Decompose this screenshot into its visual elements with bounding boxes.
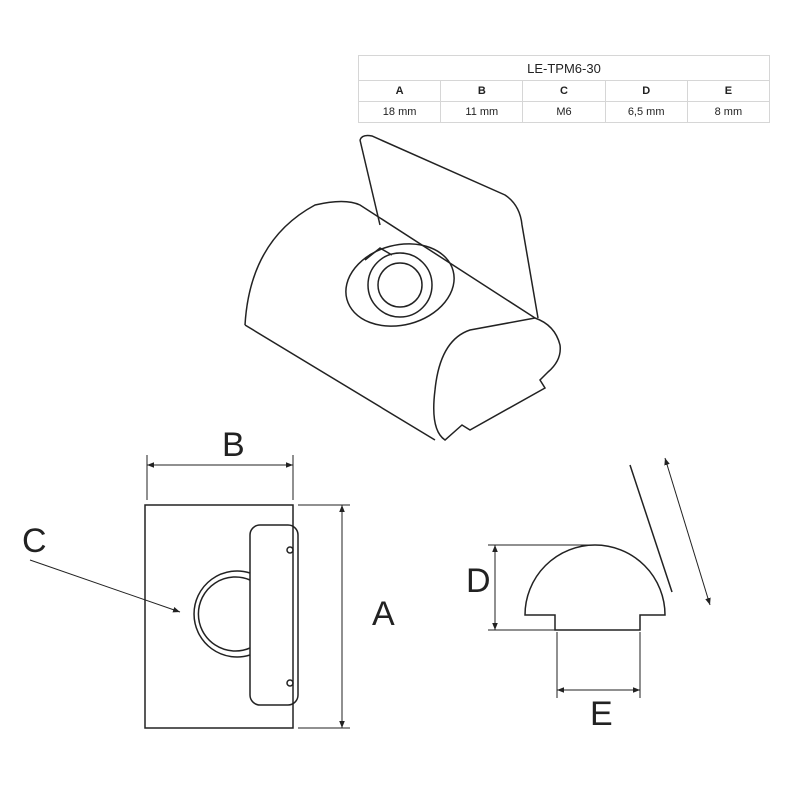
value-d: 6,5 mm xyxy=(604,101,688,123)
isometric-view xyxy=(244,134,561,441)
part-number: LE-TPM6-30 xyxy=(358,55,770,81)
spec-table: LE-TPM6-30 A B C D E 18 mm 11 mm M6 6,5 … xyxy=(357,55,771,123)
value-e: 8 mm xyxy=(686,101,771,123)
side-view xyxy=(488,457,711,698)
label-a: A xyxy=(372,595,395,633)
label-c: C xyxy=(22,522,47,560)
front-view xyxy=(29,455,350,729)
label-e: E xyxy=(590,695,613,733)
value-b: 11 mm xyxy=(440,101,524,123)
label-d: D xyxy=(466,562,491,600)
label-b: B xyxy=(222,426,245,464)
value-a: 18 mm xyxy=(357,101,442,123)
